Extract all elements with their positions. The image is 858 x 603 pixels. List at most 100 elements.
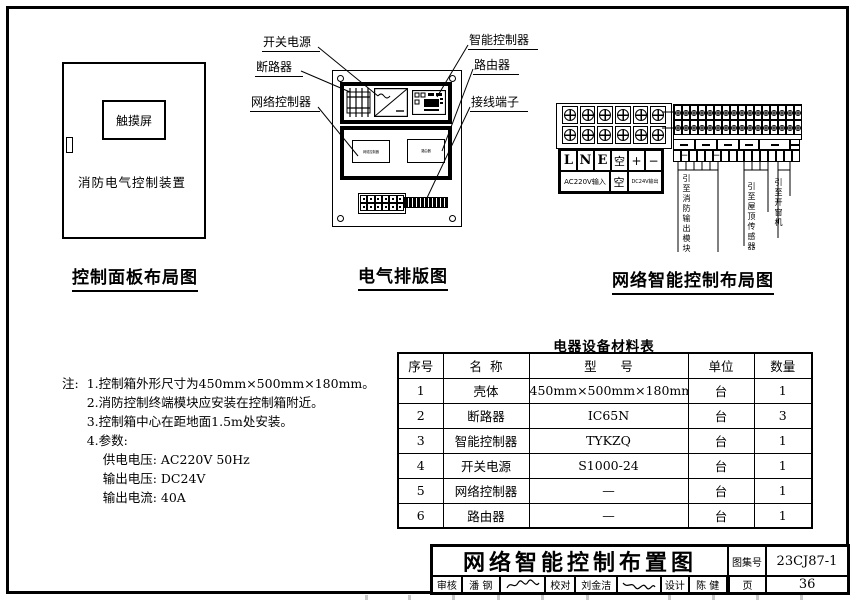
label-breaker: 断路器 — [255, 58, 303, 77]
terminal-strip-label-band — [673, 139, 800, 150]
terminal-plus: + — [628, 150, 645, 171]
slot-cell — [792, 150, 800, 162]
screw-icon-sm — [674, 120, 682, 135]
table-row: 1 壳体 450mm×500mm×180mm 台 1 — [397, 377, 813, 404]
sheet-border — [6, 6, 849, 594]
note-line: 1.控制箱外形尺寸为450mm×500mm×180mm。 — [86, 376, 375, 391]
slot-cell — [712, 150, 721, 162]
corner-screw-icon — [449, 75, 456, 82]
pin-icon — [367, 195, 375, 203]
cell: TYKZQ — [528, 427, 689, 454]
screw-icon-sm — [682, 120, 690, 135]
caption-network-layout: 网络智能控制布局图 — [612, 266, 774, 295]
terminal-label-cell — [790, 139, 800, 150]
screw-icon-sm — [698, 105, 706, 120]
pin-icon — [367, 203, 375, 211]
cell: 路由器 — [442, 502, 530, 529]
screw-icon-lg — [632, 106, 649, 124]
screw-icon-sm — [738, 105, 746, 120]
cell: 1 — [753, 502, 813, 529]
cabinet-handle — [66, 137, 73, 153]
screw-icon-sm — [770, 105, 778, 120]
screw-icon-sm — [746, 120, 754, 135]
cell: — — [528, 502, 689, 529]
screw-icon-sm — [794, 120, 802, 135]
screw-icon-sm — [722, 105, 730, 120]
table-row: 2 断路器 IC65N 台 3 — [397, 402, 813, 429]
table-row: 4 开关电源 S1000-24 台 1 — [397, 452, 813, 479]
sheet-title: 网络智能控制布置图 — [462, 551, 697, 576]
screw-icon-sm — [690, 105, 698, 120]
slot-cell — [696, 150, 705, 162]
cell: 开关电源 — [442, 452, 530, 479]
cell: 3 — [753, 402, 813, 429]
cell: 4 — [397, 452, 444, 479]
wire-label-window-opener: 引至开窗机 — [774, 178, 783, 228]
screw-icon-sm — [706, 120, 714, 135]
slot-cell — [760, 150, 769, 162]
pin-icon — [389, 195, 397, 203]
check-label: 校对 — [545, 576, 576, 593]
screw-icon-lg — [597, 126, 614, 144]
screw-icon-lg — [579, 126, 596, 144]
corner-screw-icon — [337, 215, 344, 222]
screw-icon-sm — [794, 105, 802, 120]
touch-screen-box: 触摸屏 — [102, 100, 166, 140]
cell: 6 — [397, 502, 444, 529]
cell: 台 — [687, 402, 755, 429]
col-header: 单位 — [687, 352, 755, 379]
terminal-block-left — [556, 103, 672, 149]
pin-icon — [381, 203, 390, 211]
terminal-n: N — [577, 150, 594, 171]
screw-icon-lg — [562, 106, 578, 124]
screw-icon-lg — [632, 126, 649, 144]
cell: 1 — [753, 452, 813, 479]
edge-tick — [497, 595, 500, 600]
cell: 1 — [753, 377, 813, 404]
ac-input-label: AC220V输入 — [560, 171, 610, 192]
slot-cell — [776, 150, 785, 162]
slot-minus-mark: − — [712, 151, 721, 161]
edge-tick — [800, 595, 803, 600]
corner-screw-icon — [337, 75, 344, 82]
slot-cell — [673, 150, 681, 162]
pin-icon — [396, 203, 404, 211]
terminal-strip — [673, 104, 802, 140]
slot-cell — [728, 150, 737, 162]
screw-icon-sm — [754, 105, 762, 120]
screw-icon-lg — [579, 106, 596, 124]
wire-label-roof-sensor: 引至屋顶传感器 — [747, 182, 756, 252]
screw-icon-sm — [778, 105, 786, 120]
slot-cell — [752, 150, 761, 162]
design-label: 设计 — [660, 576, 689, 593]
connector-grid — [358, 193, 406, 214]
cell: 1 — [753, 477, 813, 504]
terminal-label-cell — [717, 139, 739, 150]
edge-tick — [712, 595, 715, 600]
cell: 2 — [397, 402, 444, 429]
page-number: 36 — [766, 576, 848, 593]
notes-prefix: 注: — [62, 376, 79, 391]
screw-icon-lg — [562, 126, 578, 144]
cell: 智能控制器 — [442, 427, 530, 454]
terminal-strip-slot-row — [673, 150, 800, 162]
edge-tick — [586, 595, 589, 600]
terminal-label-cell — [673, 139, 695, 150]
terminal-label-cell — [695, 139, 717, 150]
check-signature — [617, 576, 661, 593]
pin-icon — [360, 203, 368, 211]
screw-icon-sm — [722, 120, 730, 135]
title-block: 网络智能控制布置图 图集号 23CJ87-1 审核 潘 钢 校对 刘金洁 设计 … — [430, 544, 850, 595]
cell: — — [528, 477, 689, 504]
atlas-number: 23CJ87-1 — [766, 546, 848, 576]
note-line: 2.消防控制终端模块应安装在控制箱附近。 — [86, 395, 324, 410]
table-row: 3 智能控制器 TYKZQ 台 1 — [397, 427, 813, 454]
screw-icon-sm — [714, 120, 722, 135]
col-header: 型 号 — [528, 352, 689, 379]
screw-icon-sm — [698, 120, 706, 135]
pin-icon — [396, 195, 404, 203]
atlas-number-label: 图集号 — [728, 546, 766, 576]
cell: 壳体 — [442, 377, 530, 404]
screw-icon-lg — [650, 106, 667, 124]
check-name: 刘金洁 — [575, 576, 618, 593]
